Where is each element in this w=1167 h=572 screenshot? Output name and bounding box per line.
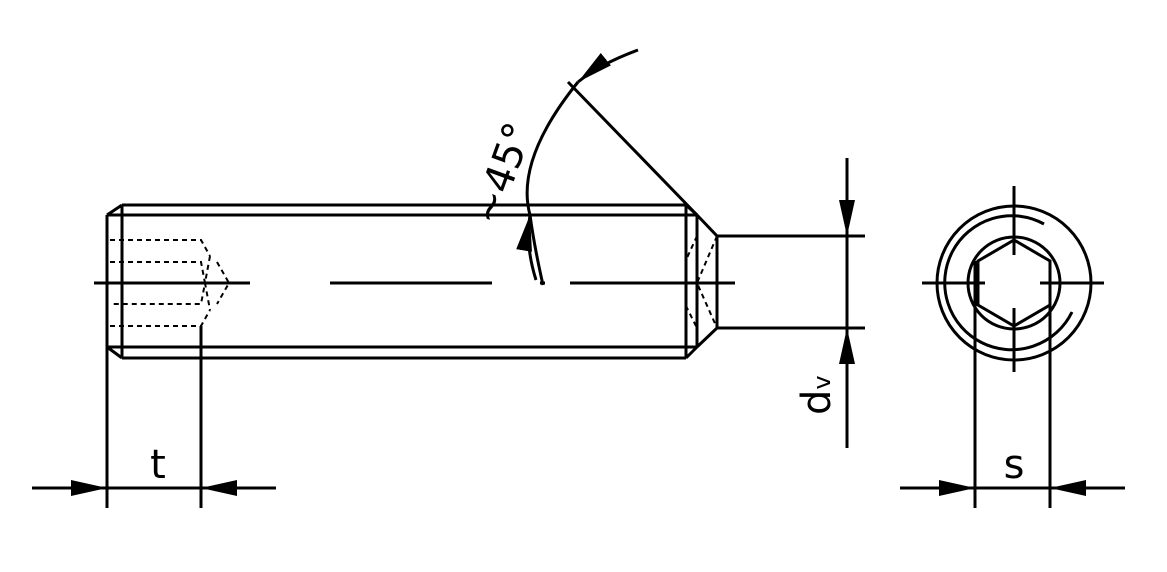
dimension-s: s: [900, 442, 1125, 496]
dimension-t: t: [32, 326, 276, 508]
label-t: t: [150, 442, 166, 488]
label-d: dv: [794, 375, 840, 415]
screw-side-view: [94, 203, 865, 360]
dimension-angle: ~45°: [463, 48, 699, 286]
dimension-dv: dv: [794, 158, 855, 448]
label-s: s: [1004, 442, 1025, 488]
screw-end-view: [922, 186, 1104, 508]
